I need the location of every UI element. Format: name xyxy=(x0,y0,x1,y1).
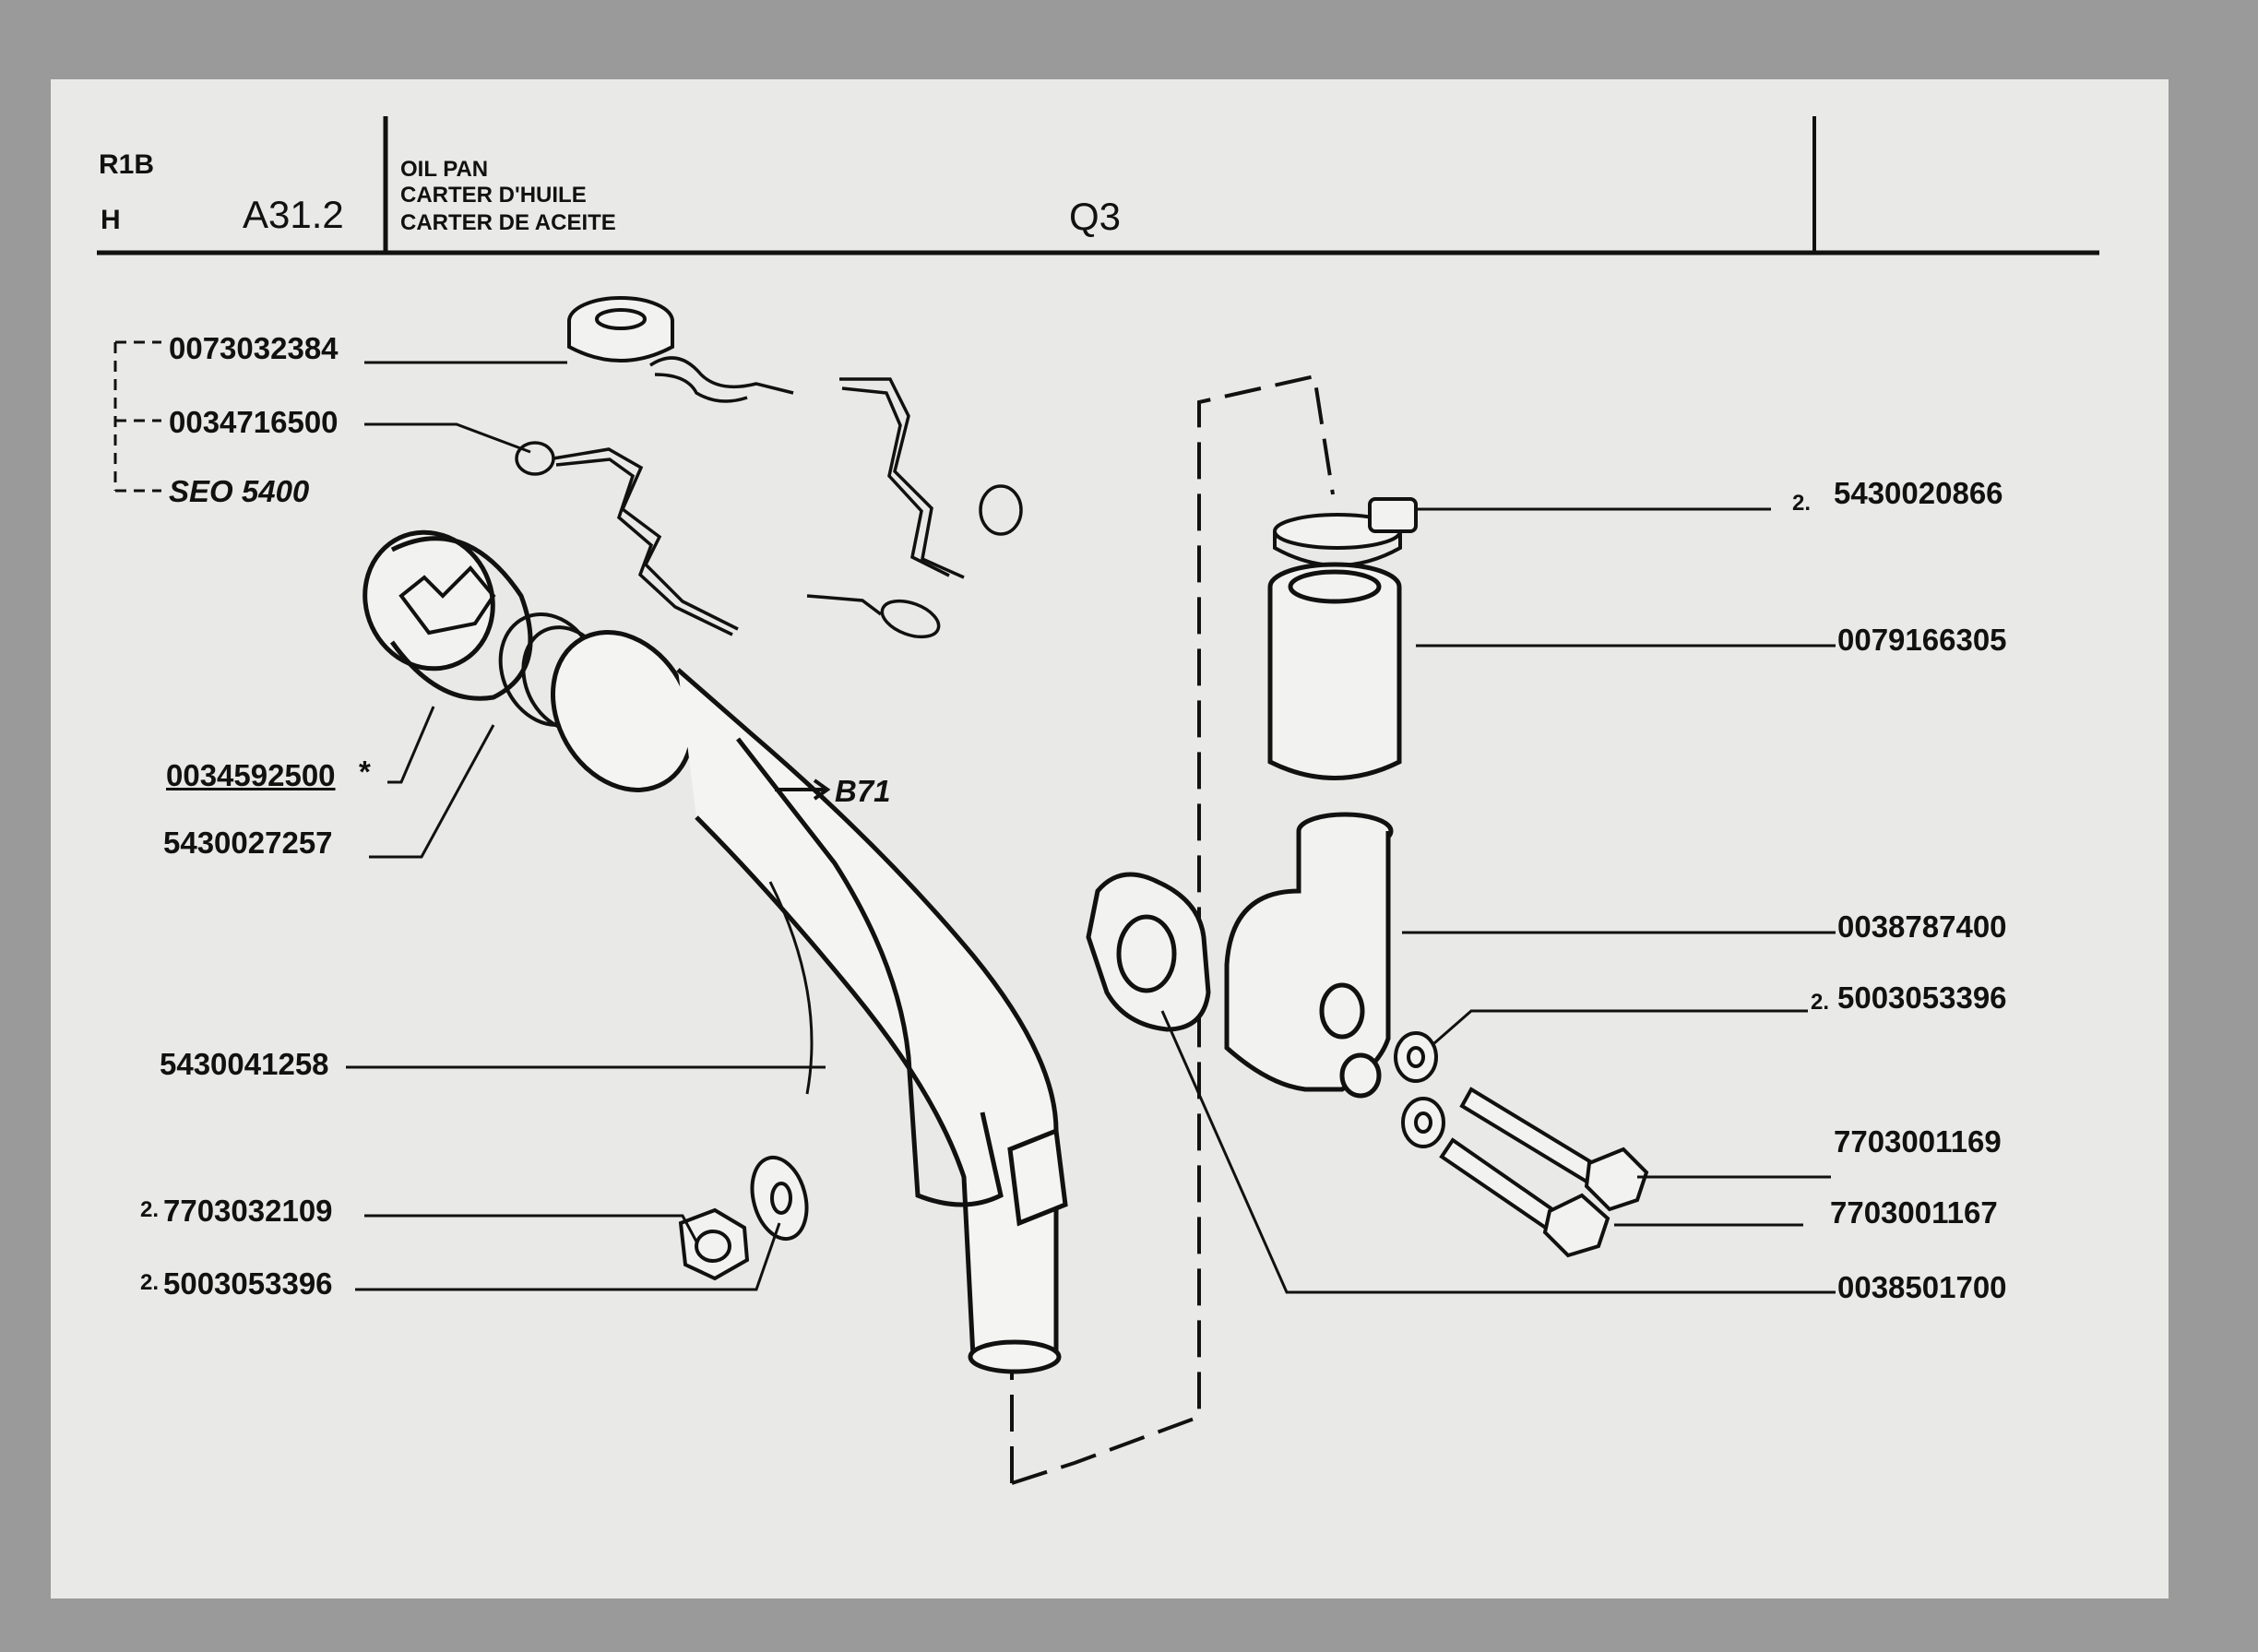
part-number-bolt-short: 7703001167 xyxy=(1830,1195,1998,1230)
part-number-hose: 0079166305 xyxy=(1837,623,2007,657)
part-number-bolt-long: 7703001169 xyxy=(1834,1124,2002,1159)
parts-sheet: R1B H A31.2 OIL PAN CARTER D'HUILE CARTE… xyxy=(51,79,2169,1599)
leader-lines xyxy=(346,361,1836,1294)
oil-cap-drawing xyxy=(362,529,533,701)
part-number-chain: 0034716500 xyxy=(169,405,339,439)
hose-clamp-drawing xyxy=(1273,497,1418,567)
part-number-oil-cap: 0034592500 xyxy=(166,758,336,792)
exploded-parts-drawing xyxy=(97,116,2099,1485)
part-number-clamp: 5430020866 xyxy=(1834,476,2003,510)
nut-drawing xyxy=(678,1207,750,1281)
part-number-seo: SEO 5400 xyxy=(169,474,310,508)
filler-tube-drawing xyxy=(551,630,1068,1374)
part-number-seal-ring: 5430027257 xyxy=(163,826,333,860)
header-frame xyxy=(97,116,2099,256)
title-english: OIL PAN xyxy=(400,157,489,182)
elbow-drawing xyxy=(1224,812,1394,1099)
chain-drawing xyxy=(515,356,1023,639)
hose-drawing xyxy=(1267,562,1402,780)
reference-b71: B71 xyxy=(835,774,891,808)
part-number-washer-right: 5003053396 xyxy=(1837,981,2007,1015)
section-code: A31.2 xyxy=(243,193,344,236)
quantity-nut: 2. xyxy=(140,1197,160,1222)
part-number-gasket: 0038501700 xyxy=(1837,1270,2007,1304)
part-number-filler-tube: 5430041258 xyxy=(160,1047,329,1081)
quantity-clamp: 2. xyxy=(1792,491,1812,516)
section-dash-line xyxy=(1010,374,1335,1485)
washer-left-drawing xyxy=(750,1155,809,1242)
part-number-cap-small: 0073032384 xyxy=(169,331,339,365)
small-cap-drawing xyxy=(567,296,674,362)
quantity-washer-right: 2. xyxy=(1811,990,1830,1015)
part-number-elbow: 0038787400 xyxy=(1837,909,2007,944)
page-code: Q3 xyxy=(1069,195,1122,238)
part-number-washer-left: 5003053396 xyxy=(163,1266,333,1301)
variant-code: H xyxy=(101,205,121,235)
part-number-oil-cap-star: * xyxy=(359,755,371,789)
washer-right-drawing xyxy=(1394,1031,1445,1148)
title-french: CARTER D'HUILE xyxy=(400,183,587,208)
b71-arrow-drawing xyxy=(775,778,831,801)
model-code: R1B xyxy=(99,149,155,180)
bolt-drawing xyxy=(1439,1087,1649,1258)
cap-group-bracket xyxy=(113,340,161,493)
part-number-nut: 7703032109 xyxy=(163,1194,333,1228)
title-spanish: CARTER DE ACEITE xyxy=(400,210,616,235)
gasket-drawing xyxy=(1086,872,1211,1032)
quantity-washer-left: 2. xyxy=(140,1270,160,1295)
